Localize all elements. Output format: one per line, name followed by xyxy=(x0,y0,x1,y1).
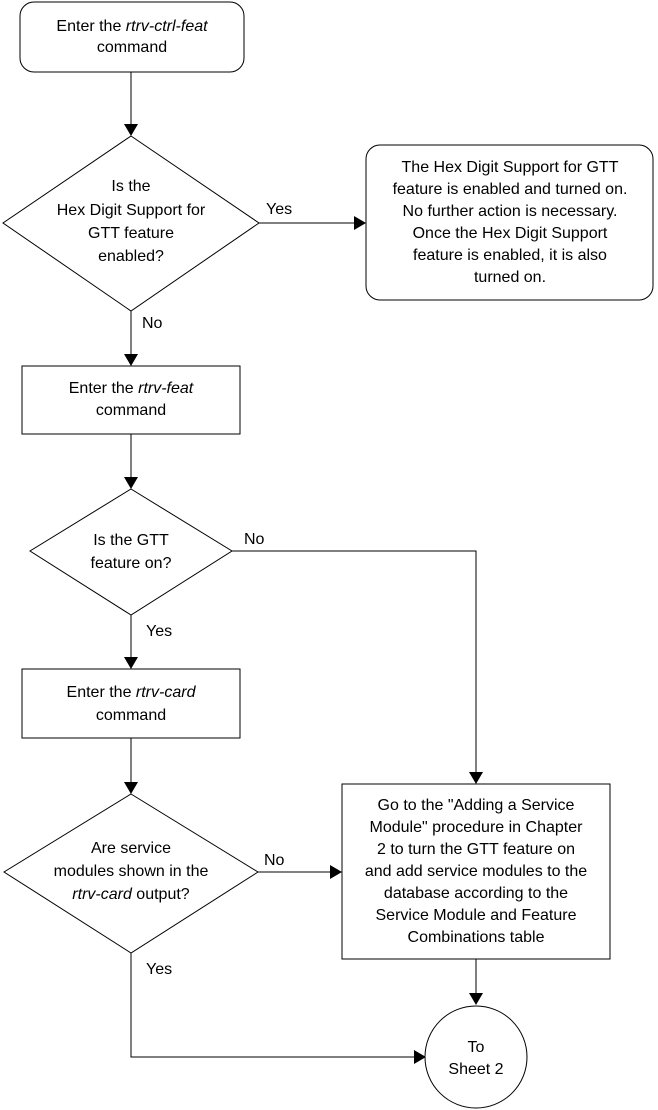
result-enabled-line4: Once the Hex Digit Support xyxy=(413,225,608,242)
arrowhead-decision1-yes xyxy=(354,216,366,230)
decision3-command: rtrv-card xyxy=(72,886,133,903)
step-goto-line5: database according to the xyxy=(384,885,568,902)
connector-line2: Sheet 2 xyxy=(448,1061,503,1078)
decision3-yes-label: Yes xyxy=(146,961,172,978)
decision-gtt-feature-on-shape xyxy=(29,488,233,616)
connector-to-sheet-2: To Sheet 2 xyxy=(424,1005,528,1109)
step-rtrv-feat-command: rtrv-feat xyxy=(138,380,194,397)
arrowhead-decision1-no xyxy=(124,354,138,366)
decision1-no-label: No xyxy=(142,315,163,332)
step-rtrv-feat-box: Enter the rtrv-feat command xyxy=(21,365,241,435)
start-box: Enter the rtrv-ctrl-feat command xyxy=(19,1,245,73)
step-goto-line4: and add service modules to the xyxy=(365,863,587,880)
decision2-line1: Is the GTT xyxy=(93,532,169,549)
step-rtrv-card-line1: Enter the rtrv-card xyxy=(67,684,197,701)
step-goto-line1: Go to the "Adding a Service xyxy=(378,797,575,814)
decision1-line2: Hex Digit Support for xyxy=(57,202,206,219)
arrowhead-start-to-decision1 xyxy=(124,124,138,136)
start-box-shape xyxy=(19,1,245,73)
arrowhead-card-to-decision3 xyxy=(124,782,138,794)
result-enabled-line6: turned on. xyxy=(474,269,546,286)
result-enabled-line2: feature is enabled and turned on. xyxy=(393,181,628,198)
decision3-line2: modules shown in the xyxy=(54,863,209,880)
step-goto-box-shape xyxy=(341,783,611,960)
decision-hex-digit-enabled-shape xyxy=(2,135,260,312)
arrowhead-feat-to-decision2 xyxy=(124,477,138,489)
decision1-line4: enabled? xyxy=(98,248,164,265)
connector-decision2-no xyxy=(232,550,477,772)
decision3-line3: rtrv-card output? xyxy=(72,886,189,903)
connector-line1: To xyxy=(468,1039,485,1056)
decision3-line1: Are service xyxy=(91,840,171,857)
step-rtrv-card-command: rtrv-card xyxy=(136,684,197,701)
result-enabled-line5: feature is enabled, it is also xyxy=(413,247,607,264)
arrowhead-goto-to-sheet2 xyxy=(469,993,483,1005)
arrowhead-decision3-no xyxy=(330,865,342,879)
arrowhead-decision2-no xyxy=(469,772,483,784)
result-enabled-line3: No further action is necessary. xyxy=(403,203,618,220)
step-rtrv-feat-line2: command xyxy=(96,402,166,419)
decision-service-modules-shown-shape xyxy=(3,793,259,954)
decision1-line1: Is the xyxy=(111,178,150,195)
decision1-yes-label: Yes xyxy=(266,201,292,218)
connector-to-sheet-2-shape xyxy=(424,1005,528,1109)
arrowhead-decision2-yes xyxy=(124,657,138,669)
result-enabled-line1: The Hex Digit Support for GTT xyxy=(402,159,619,176)
decision-hex-digit-enabled: Is the Hex Digit Support for GTT feature… xyxy=(2,135,292,332)
decision3-no-label: No xyxy=(264,852,285,869)
decision2-no-label: No xyxy=(244,531,265,548)
connector-decision3-yes xyxy=(130,953,414,1058)
decision1-line3: GTT feature xyxy=(88,225,174,242)
step-goto-line6: Service Module and Feature xyxy=(376,907,577,924)
start-box-line1: Enter the rtrv-ctrl-feat xyxy=(56,18,208,35)
step-goto-line7: Combinations table xyxy=(408,929,545,946)
start-box-line2: command xyxy=(97,39,167,56)
step-goto-line2: Module" procedure in Chapter xyxy=(370,819,584,836)
step-rtrv-feat-line1: Enter the rtrv-feat xyxy=(69,380,194,397)
step-rtrv-card-box: Enter the rtrv-card command xyxy=(21,668,241,739)
step-goto-line3: 2 to turn the GTT feature on xyxy=(377,841,575,858)
step-goto-adding-service-module: Go to the "Adding a Service Module" proc… xyxy=(341,783,611,960)
connectors xyxy=(124,72,483,1064)
step-rtrv-card-line2: command xyxy=(96,707,166,724)
step-rtrv-feat-box-shape xyxy=(21,365,241,435)
result-enabled-box: The Hex Digit Support for GTT feature is… xyxy=(365,144,654,301)
decision2-line2: feature on? xyxy=(91,555,172,572)
result-enabled-box-shape xyxy=(365,144,654,301)
start-box-command: rtrv-ctrl-feat xyxy=(126,18,208,35)
arrowhead-decision3-yes xyxy=(414,1050,426,1064)
decision-gtt-feature-on: Is the GTT feature on? No Yes xyxy=(29,488,265,640)
step-rtrv-card-box-shape xyxy=(21,668,241,739)
decision-service-modules-shown: Are service modules shown in the rtrv-ca… xyxy=(3,793,285,978)
decision2-yes-label: Yes xyxy=(146,623,172,640)
